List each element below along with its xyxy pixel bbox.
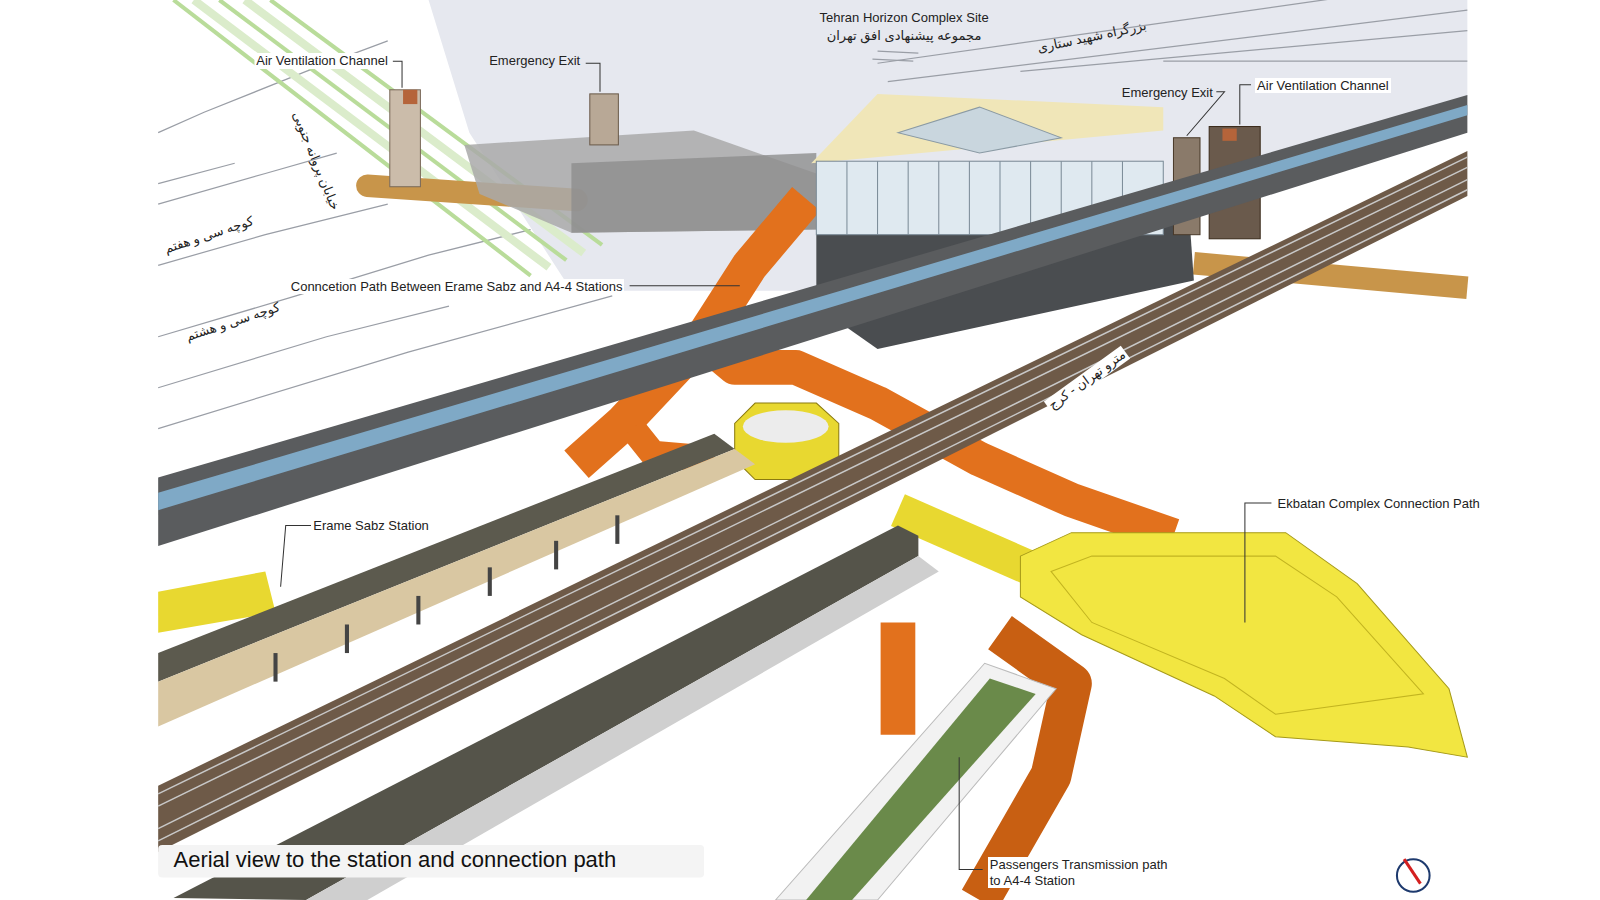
callout-label: Emergency Exit — [487, 53, 582, 69]
callout-label: Erame Sabz Station — [311, 518, 431, 534]
callout-label: Ekbatan Complex Connection Path — [1276, 496, 1482, 512]
callout-label: Conncetion Path Between Erame Sabz and A… — [289, 279, 625, 295]
callout-label: Emergency Exit — [1120, 85, 1215, 101]
callout-label: Air Ventilation Channel — [1255, 78, 1391, 94]
callout-label: Passengers Transmission path to A4-4 Sta… — [988, 857, 1176, 888]
callout-label: مجموعه پیشنهادی افق تهران — [827, 28, 982, 44]
callout-label: Air Ventilation Channel — [254, 53, 390, 69]
callout-label: Tehran Horizon Complex Site — [820, 10, 989, 26]
caption: Aerial view to the station and connectio… — [173, 847, 616, 873]
